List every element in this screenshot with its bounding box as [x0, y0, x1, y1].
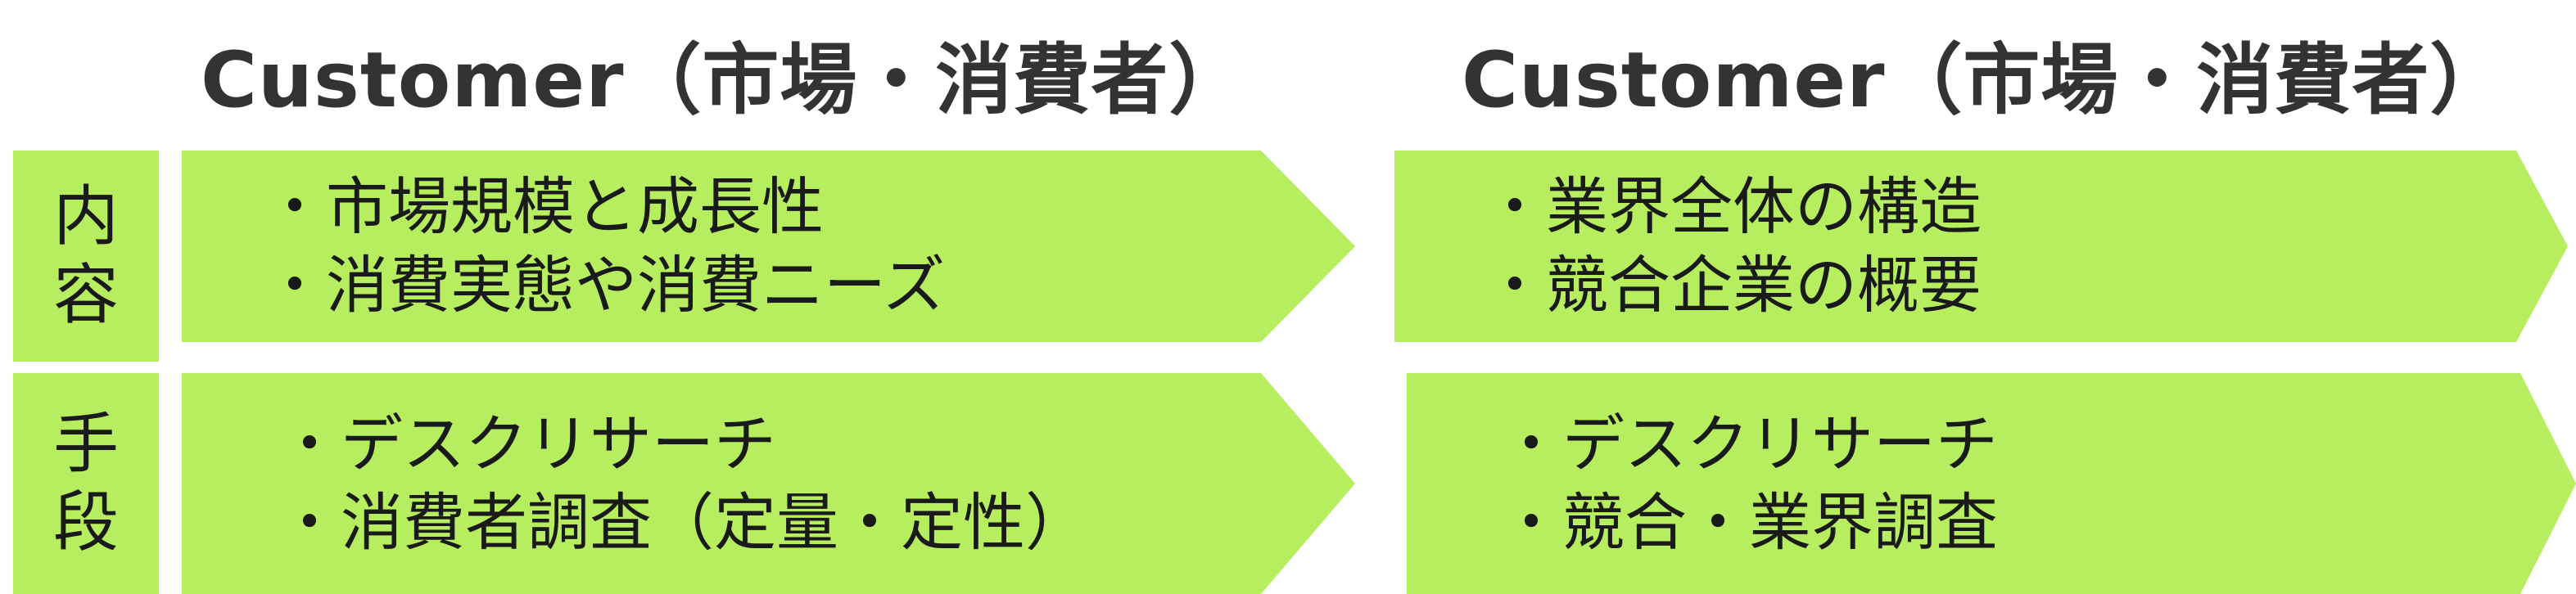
bullet-item: ・消費者調査（定量・定性） — [278, 486, 1087, 559]
bullet-item: ・業界全体の構造 — [1484, 170, 1982, 243]
arrow-row0-left — [182, 151, 1355, 342]
arrow-shape-polygon — [182, 373, 1355, 594]
arrow-row1-left — [182, 373, 1355, 594]
row-label-char: 手 — [53, 406, 119, 482]
arrow-shape-polygon — [1394, 151, 2568, 342]
arrow-row0-right — [1394, 151, 2568, 342]
column-header-left: Customer（市場・消費者） — [201, 35, 1247, 125]
arrow-shape-polygon — [1407, 373, 2576, 594]
content-bullets-right: ・業界全体の構造 ・競合企業の概要 — [1484, 151, 1982, 342]
arrow-shape-polygon — [182, 151, 1355, 342]
method-bullets-left: ・デスクリサーチ ・消費者調査（定量・定性） — [278, 373, 1087, 594]
content-bullets-left: ・市場規模と成長性 ・消費実態や消費ニーズ — [264, 151, 945, 342]
row-label-char: 容 — [53, 257, 119, 333]
row-label-method: 手 段 — [13, 373, 159, 594]
arrow-row1-right — [1407, 373, 2576, 594]
bullet-item: ・デスクリサーチ — [278, 407, 776, 480]
column-header-right: Customer（市場・消費者） — [1462, 35, 2508, 125]
bullet-item: ・消費実態や消費ニーズ — [264, 249, 946, 322]
bullet-item: ・デスクリサーチ — [1500, 407, 1998, 480]
row-label-content: 内 容 — [13, 151, 159, 362]
bullet-item: ・競合・業界調査 — [1500, 486, 1998, 559]
bullet-item: ・競合企業の概要 — [1484, 249, 1982, 322]
row-label-char: 段 — [53, 484, 119, 560]
bullet-item: ・市場規模と成長性 — [264, 170, 824, 243]
method-bullets-right: ・デスクリサーチ ・競合・業界調査 — [1500, 373, 1998, 594]
row-label-char: 内 — [53, 178, 119, 254]
